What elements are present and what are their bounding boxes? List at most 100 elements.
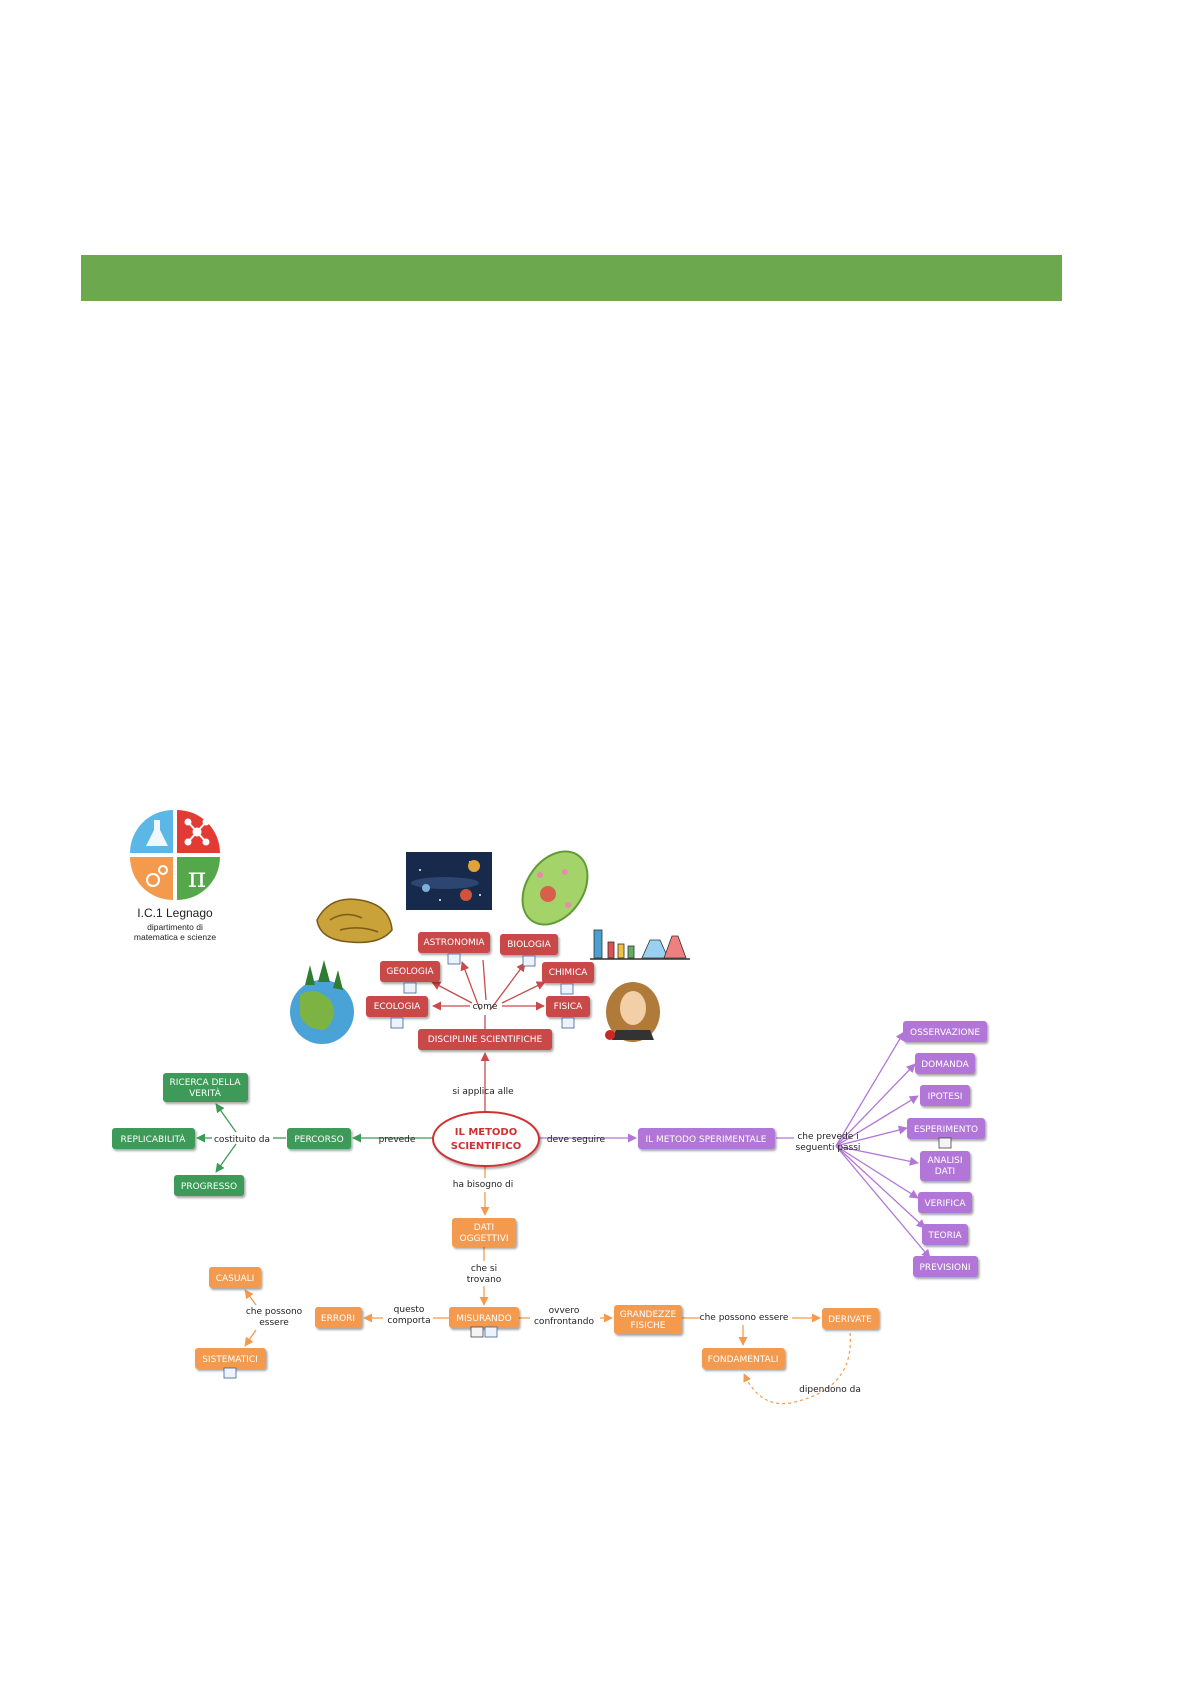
node-derivate[interactable]: DERIVATE <box>822 1308 879 1329</box>
node-chimica[interactable]: CHIMICA <box>542 962 594 995</box>
node-il-metodo-sperimentale[interactable]: IL METODO SPERIMENTALE <box>638 1128 775 1149</box>
link-labels: come si applica alle prevede costituito … <box>214 1002 861 1395</box>
connectors <box>196 959 931 1405</box>
node-metodo-sperimentale-label: IL METODO SPERIMENTALE <box>645 1135 766 1145</box>
node-progresso-label: PROGRESSO <box>181 1182 237 1192</box>
node-osservazione-label: OSSERVAZIONE <box>910 1028 980 1038</box>
red-concepts: ASTRONOMIA BIOLOGIA GEOLOGIA CHIMICA ECO… <box>366 932 594 1050</box>
node-replicabilita-label: REPLICABILITÀ <box>121 1133 187 1145</box>
node-sistematici[interactable]: SISTEMATICI <box>195 1348 266 1379</box>
node-ricerca-label-line2: VERITÀ <box>189 1087 222 1099</box>
link-dipendono-da: dipendono da <box>799 1385 861 1395</box>
node-previsioni[interactable]: PREVISIONI <box>913 1256 978 1277</box>
node-derivate-label: DERIVATE <box>828 1315 872 1325</box>
link-ovvero-line1: ovvero <box>549 1306 580 1316</box>
node-esperimento-label: ESPERIMENTO <box>914 1125 978 1135</box>
school-logo: π I.C.1 Legnago dipartimento di matemati… <box>130 810 220 942</box>
node-domanda[interactable]: DOMANDA <box>915 1053 975 1074</box>
node-grandezze-label-line2: FISICHE <box>631 1321 666 1331</box>
resource-icon[interactable] <box>560 983 574 995</box>
link-questo-line2: comporta <box>387 1316 430 1326</box>
node-geologia-label: GEOLOGIA <box>386 967 434 977</box>
node-teoria[interactable]: TEORIA <box>922 1224 968 1245</box>
section-banner <box>81 255 1062 301</box>
node-verifica-label: VERIFICA <box>924 1199 966 1209</box>
node-chimica-label: CHIMICA <box>549 968 588 978</box>
gears-icon <box>146 865 168 887</box>
node-domanda-label: DOMANDA <box>921 1060 969 1070</box>
node-fondamentali[interactable]: FONDAMENTALI <box>702 1348 785 1369</box>
note-icon[interactable] <box>470 1326 484 1338</box>
node-geologia[interactable]: GEOLOGIA <box>380 961 440 994</box>
node-ipotesi[interactable]: IPOTESI <box>920 1085 970 1106</box>
scientist-portrait-image <box>605 982 660 1042</box>
node-biologia[interactable]: BIOLOGIA <box>500 934 558 967</box>
node-analisi-dati[interactable]: ANALISI DATI <box>920 1151 970 1181</box>
node-fisica[interactable]: FISICA <box>546 996 590 1029</box>
node-dati-oggettivi[interactable]: DATI OGGETTIVI <box>452 1218 516 1247</box>
lab-equipment-image <box>590 929 690 960</box>
node-misurando[interactable]: MISURANDO <box>449 1307 519 1338</box>
node-teoria-label: TEORIA <box>927 1231 962 1241</box>
node-errori[interactable]: ERRORI <box>315 1307 362 1328</box>
link-che-prevede-line2: seguenti passi <box>796 1143 861 1153</box>
cell-image <box>521 850 589 926</box>
earth-globe-image <box>290 960 354 1044</box>
link-che-si-line1: che si <box>471 1264 497 1274</box>
root-label-line1: IL METODO <box>455 1127 517 1138</box>
resource-icon[interactable] <box>522 955 536 967</box>
node-fisica-label: FISICA <box>554 1002 583 1012</box>
node-ecologia-label: ECOLOGIA <box>374 1002 421 1012</box>
node-errori-label: ERRORI <box>321 1314 355 1324</box>
node-osservazione[interactable]: OSSERVAZIONE <box>903 1021 987 1042</box>
resource-icon[interactable] <box>403 982 417 994</box>
node-percorso[interactable]: PERCORSO <box>287 1128 351 1149</box>
node-dati-label-line2: OGGETTIVI <box>459 1234 508 1244</box>
space-image <box>406 852 492 910</box>
pi-icon: π <box>188 861 206 894</box>
node-discipline-scientifiche[interactable]: DISCIPLINE SCIENTIFICHE <box>418 1029 552 1050</box>
image-resource-icon[interactable] <box>223 1367 237 1379</box>
purple-concepts: IL METODO SPERIMENTALE OSSERVAZIONE DOMA… <box>638 1021 987 1277</box>
node-casuali[interactable]: CASUALI <box>209 1267 261 1288</box>
resource-icon[interactable] <box>390 1017 404 1029</box>
node-casuali-label: CASUALI <box>216 1274 255 1284</box>
flask-icon <box>146 820 168 846</box>
root-label-line2: SCIENTIFICO <box>451 1141 521 1152</box>
logo-dept-line1: dipartimento di <box>147 922 203 932</box>
node-dati-label-line1: DATI <box>474 1223 494 1233</box>
node-replicabilita[interactable]: REPLICABILITÀ <box>112 1128 195 1149</box>
link-che-possono-essere: che possono essere <box>700 1313 789 1323</box>
node-ricerca-della-verita[interactable]: RICERCA DELLA VERITÀ <box>163 1073 248 1102</box>
note-icon[interactable] <box>938 1137 952 1149</box>
resource-icon[interactable] <box>484 1326 498 1338</box>
orange-concepts: DATI OGGETTIVI CASUALI ERRORI SISTEMATIC… <box>195 1218 879 1379</box>
node-verifica[interactable]: VERIFICA <box>918 1192 972 1213</box>
node-sistematici-label: SISTEMATICI <box>202 1355 258 1365</box>
link-come: come <box>473 1002 498 1012</box>
link-che-possono-line2: essere <box>259 1318 289 1328</box>
node-grandezze-fisiche[interactable]: GRANDEZZE FISICHE <box>614 1305 682 1334</box>
link-che-prevede-line1: che prevede i <box>797 1132 858 1142</box>
root-node-il-metodo-scientifico[interactable]: IL METODO SCIENTIFICO <box>432 1111 540 1167</box>
link-questo-line1: questo <box>394 1305 425 1315</box>
node-astronomia[interactable]: ASTRONOMIA <box>418 932 490 965</box>
link-deve-seguire: deve seguire <box>547 1135 606 1145</box>
node-astronomia-label: ASTRONOMIA <box>423 938 485 948</box>
fossil-image <box>316 898 393 944</box>
link-ha-bisogno-di: ha bisogno di <box>453 1180 514 1190</box>
node-ricerca-label-line1: RICERCA DELLA <box>170 1078 242 1088</box>
node-grandezze-label-line1: GRANDEZZE <box>620 1310 677 1320</box>
node-fondamentali-label: FONDAMENTALI <box>708 1355 779 1365</box>
logo-dept-line2: matematica e scienze <box>134 932 216 942</box>
node-esperimento[interactable]: ESPERIMENTO <box>907 1118 985 1149</box>
resource-icon[interactable] <box>561 1017 575 1029</box>
node-discipline-label: DISCIPLINE SCIENTIFICHE <box>428 1035 543 1045</box>
node-ecologia[interactable]: ECOLOGIA <box>366 996 428 1029</box>
node-analisi-label-line1: ANALISI <box>927 1156 962 1166</box>
link-si-applica-alle: si applica alle <box>452 1087 514 1097</box>
node-progresso[interactable]: PROGRESSO <box>174 1175 244 1196</box>
resource-icon[interactable] <box>447 953 461 965</box>
logo-school-name: I.C.1 Legnago <box>137 906 213 920</box>
